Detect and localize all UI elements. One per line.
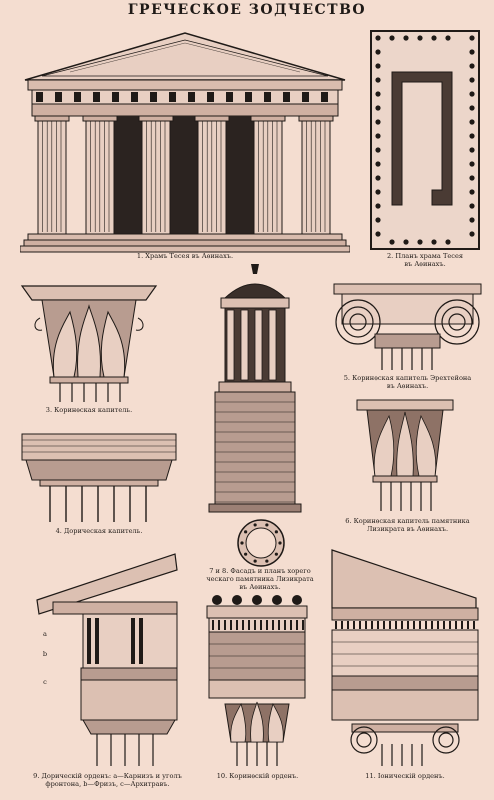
- doric-capital-illustration: [21, 433, 177, 522]
- caption-fig-2-line-1: 2. Планъ храма Тесея: [386, 252, 464, 260]
- fig-9-label-a: a: [43, 630, 47, 638]
- lysicrates-monument-illustration: [208, 264, 302, 513]
- ionic-order-illustration: [331, 549, 479, 766]
- corinthian-capital-lysicrates-illustration: [356, 399, 454, 511]
- caption-fig-3: 3. Коринѳская капитель.: [45, 406, 133, 414]
- caption-fig-2-line-2: въ Аѳинахъ.: [404, 260, 446, 268]
- ionic-capital-erechtheion-illustration: [333, 283, 482, 370]
- caption-fig-7-8-line-2: ческаго памятника Лизикрата: [206, 575, 314, 583]
- caption-fig-7-8-line-1: 7 и 8. Фасадъ и планъ хорего: [209, 567, 311, 575]
- fig-9-label-c: c: [43, 678, 47, 686]
- caption-fig-9-line-1: 9. Дорическій орденъ: а—Карнизъ и уголъ: [33, 772, 182, 780]
- caption-fig-6-line-2: Лизикрата въ Аѳинахъ.: [366, 525, 449, 533]
- corinthian-capital-illustration: [20, 285, 158, 402]
- caption-fig-5-line-1: 5. Коринѳская капитель Эрехтейона: [343, 374, 472, 382]
- caption-fig-5-line-2: въ Аѳинахъ.: [386, 382, 429, 390]
- temple-plan-illustration: [370, 30, 480, 250]
- caption-fig-7-8-line-3: въ Аѳинахъ.: [239, 583, 281, 591]
- temple-of-theseus-illustration: [20, 32, 350, 253]
- corinthian-order-illustration: [206, 595, 308, 766]
- caption-fig-10: 10. Коринѳскій орденъ.: [216, 772, 299, 780]
- plate-title: ГРЕЧЕСКОЕ ЗОДЧЕСТВО: [127, 2, 367, 18]
- fig-9-label-b: b: [42, 650, 48, 658]
- caption-fig-1: 1. Храмъ Тесея въ Аѳинахъ.: [136, 252, 234, 260]
- caption-fig-9-line-2: фронтона, b—Фризъ, c—Архитравъ.: [45, 780, 170, 788]
- lysicrates-plan-illustration: [237, 519, 285, 567]
- doric-order-illustration: [36, 553, 178, 766]
- caption-fig-6-line-1: 6. Коринѳская капитель памятника: [345, 517, 470, 525]
- caption-fig-11: 11. Іоническій орденъ.: [365, 772, 445, 780]
- caption-fig-4: 4. Дорическая капитель.: [55, 527, 143, 535]
